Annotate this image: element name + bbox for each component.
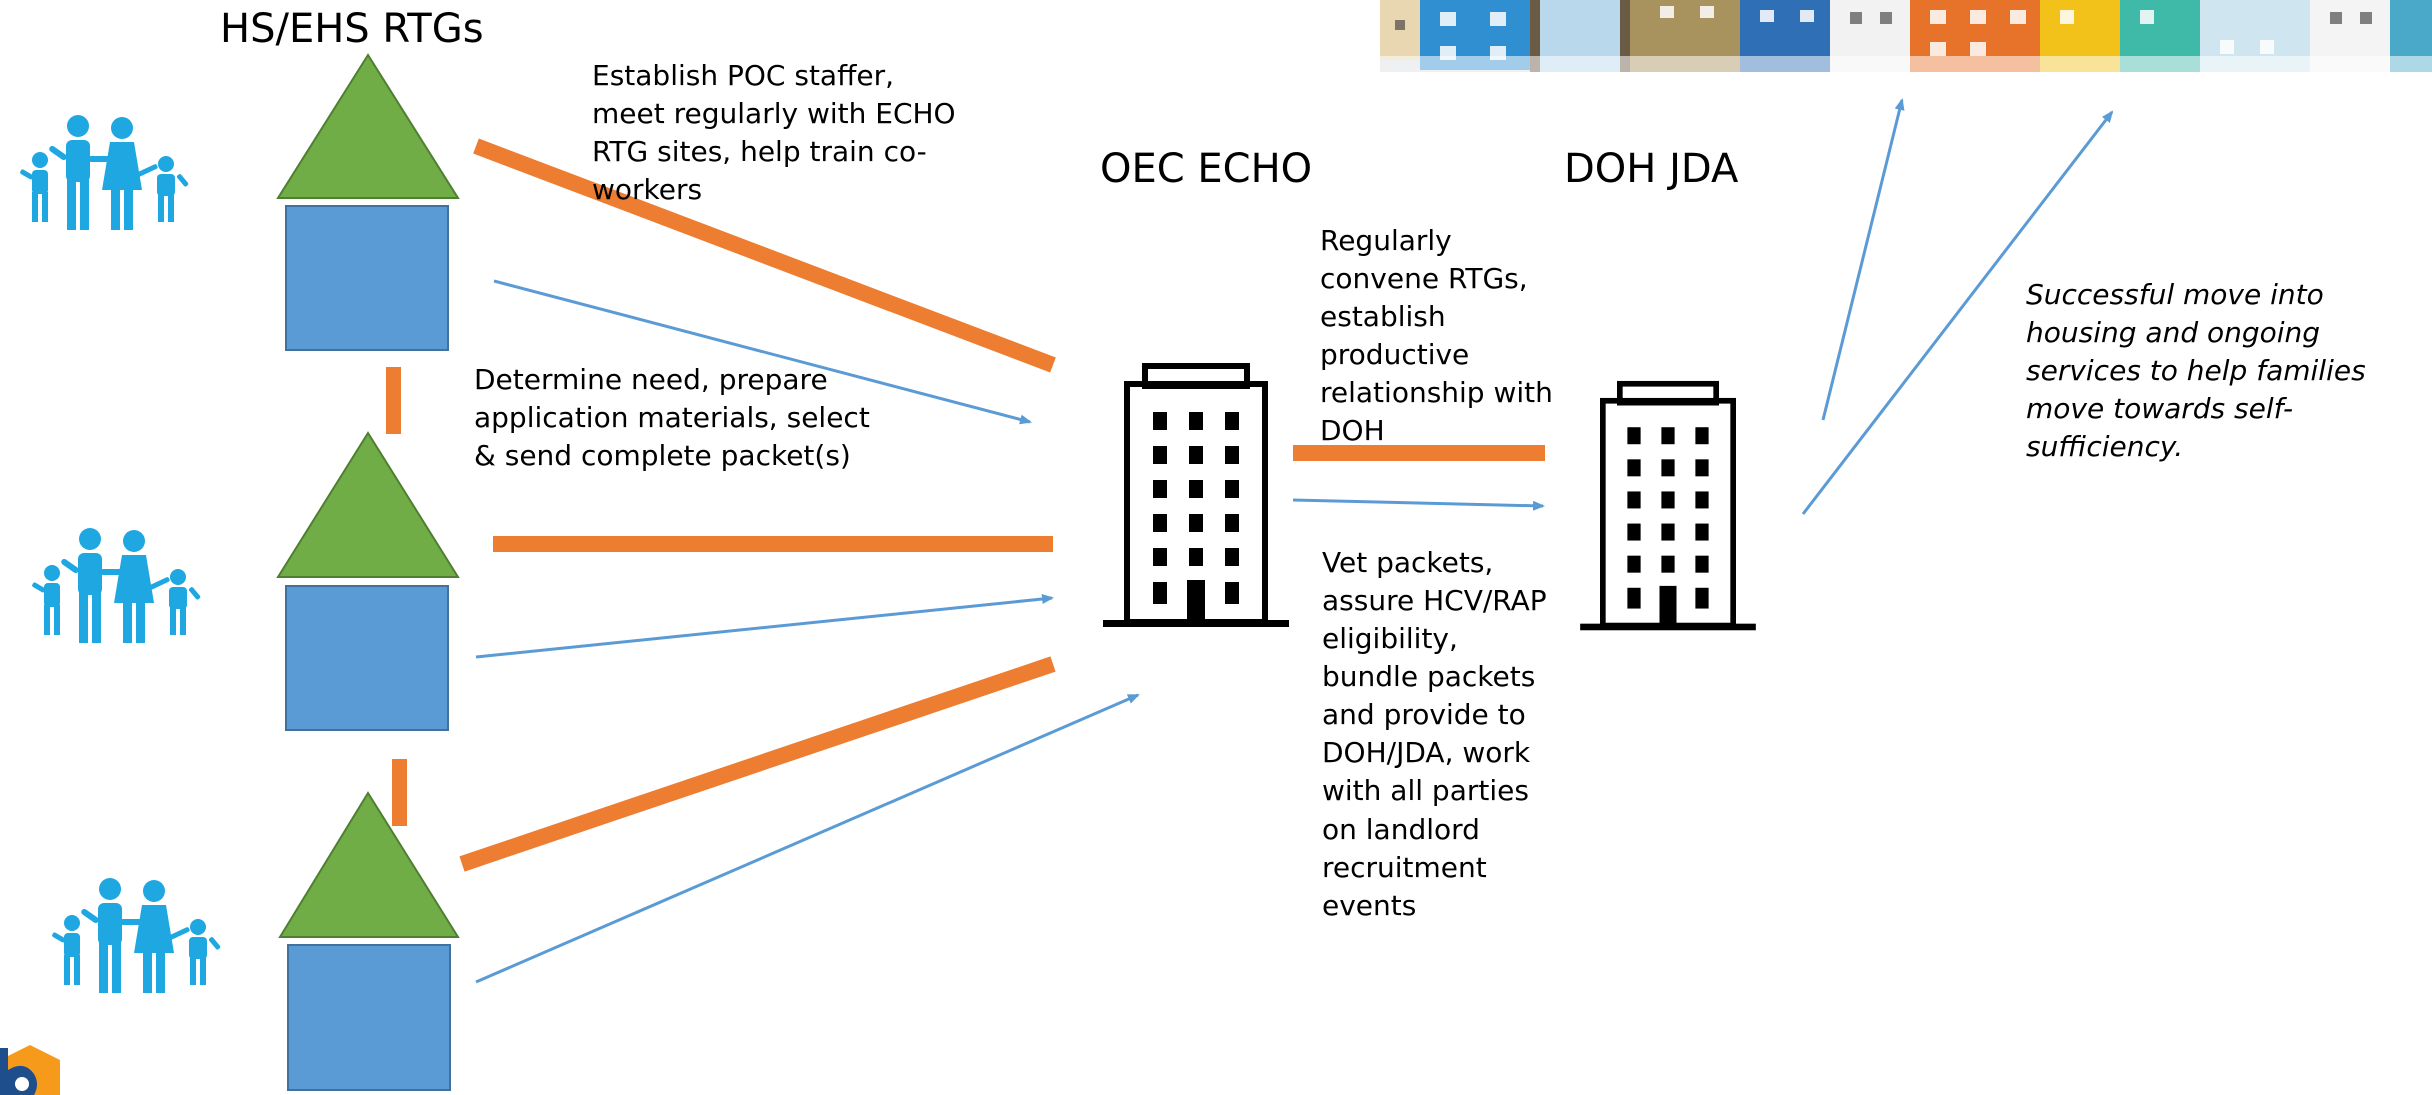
doh-jda-title: DOH JDA — [1564, 146, 1739, 192]
oec-echo-title: OEC ECHO — [1100, 146, 1313, 192]
family-icon-middle — [31, 528, 202, 643]
house-connector-upper — [386, 367, 401, 434]
note-vet-packets: Vet packets, assure HCV/RAP eligibility,… — [1322, 546, 1547, 922]
rtg-group-title: HS/EHS RTGs — [220, 6, 484, 52]
arrow-top-to-echo — [493, 279, 1032, 425]
family-icon-top — [19, 115, 190, 230]
office-building-icon-echo — [1103, 366, 1289, 627]
family-icon-bottom — [51, 878, 222, 993]
arrow-doh-to-housing-a — [1821, 98, 1905, 421]
arrow-bottom-to-echo — [475, 693, 1140, 984]
house-connector-lower — [392, 759, 407, 826]
orange-link-top-to-echo — [473, 138, 1056, 373]
house-icon-top — [276, 53, 460, 351]
office-building-icon-doh — [1580, 384, 1756, 631]
house-icon-middle — [276, 431, 460, 731]
orange-link-bottom-to-echo — [459, 656, 1056, 872]
note-convene-rtgs: Regularly convene RTGs, establish produc… — [1320, 224, 1553, 448]
arrow-doh-to-housing-b — [1801, 110, 2114, 515]
note-determine-need: Determine need, prepare application mate… — [474, 363, 870, 473]
colorful-rowhouses-photo — [1380, 0, 2432, 72]
note-outcome: Successful move into housing and ongoing… — [2026, 278, 2366, 464]
note-poc-staffer: Establish POC staffer, meet regularly wi… — [592, 59, 956, 207]
arrow-echo-to-doh — [1292, 498, 1545, 511]
house-icon-bottom — [278, 791, 460, 1091]
arrow-middle-to-echo — [475, 594, 1054, 659]
organization-logo — [0, 1045, 60, 1095]
